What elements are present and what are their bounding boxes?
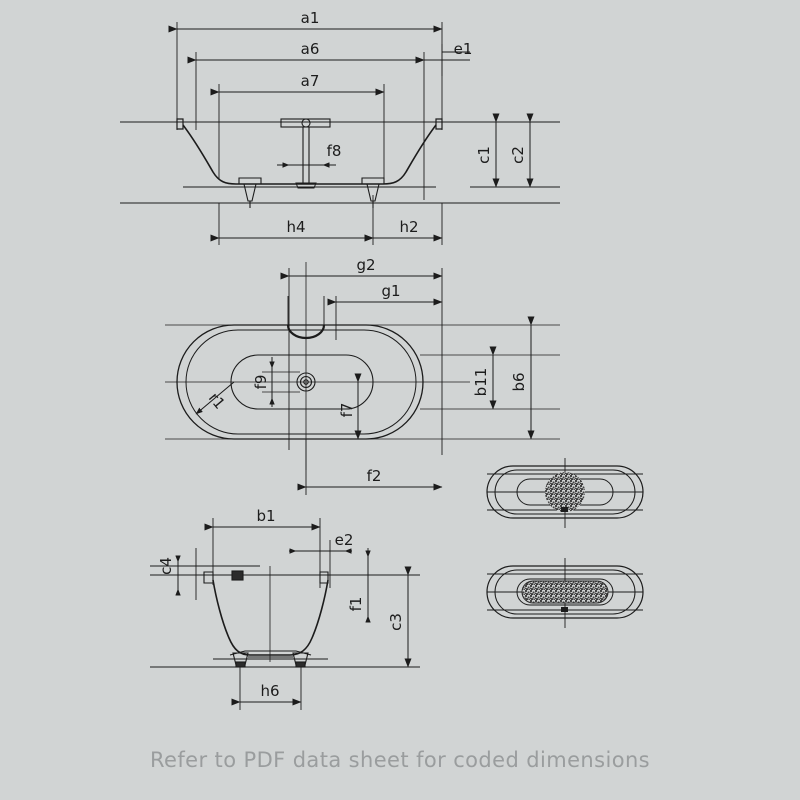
dimension-label-b6: b6 (510, 372, 528, 391)
tub-foot-side-right (292, 652, 309, 668)
dimension-label-h4: h4 (286, 218, 305, 236)
antislip-detail-circle (486, 458, 644, 528)
drain-plan (296, 372, 316, 392)
dimension-label-a7: a7 (301, 72, 320, 90)
plan-top-view (165, 262, 560, 495)
dimension-label-c2: c2 (509, 146, 527, 164)
waste-fitting-front (280, 118, 331, 189)
dimension-label-f1: f1 (347, 597, 365, 612)
dimension-label-c3: c3 (387, 613, 405, 631)
front-elevation-view (120, 22, 560, 245)
caption-text: Refer to PDF data sheet for coded dimens… (149, 748, 651, 772)
dimension-label-h2: h2 (399, 218, 418, 236)
dimension-label-r1: r1 (205, 389, 229, 413)
dimension-r1 (195, 381, 235, 415)
dimension-label-c4: c4 (157, 557, 175, 575)
dimension-label-e1: e1 (454, 40, 473, 58)
dimension-label-f7: f7 (338, 403, 356, 418)
dimension-label-f9: f9 (252, 375, 270, 390)
dimension-label-a1: a1 (301, 9, 320, 27)
dimension-label-b11: b11 (472, 368, 490, 397)
dimension-label-f2: f2 (367, 467, 382, 485)
tub-foot-side-left (232, 652, 249, 668)
overflow-side (231, 570, 244, 581)
antislip-detail-oval (486, 558, 644, 628)
overflow-plan (286, 324, 326, 340)
dimension-label-g1: g1 (381, 282, 400, 300)
dimension-e1 (417, 44, 470, 76)
dimension-c4 (163, 555, 196, 596)
dimension-label-g2: g2 (356, 256, 375, 274)
dimension-label-b1: b1 (256, 507, 275, 525)
side-elevation-view (150, 518, 420, 710)
dimension-label-f8: f8 (327, 142, 342, 160)
dimension-label-a6: a6 (301, 40, 320, 58)
tub-foot-left (238, 177, 262, 208)
dimension-label-e2: e2 (335, 531, 354, 549)
dimension-label-c1: c1 (475, 146, 493, 164)
dimension-label-h6: h6 (260, 682, 279, 700)
dimension-f9 (262, 357, 300, 407)
tub-plan-inner-basin (230, 354, 374, 410)
tub-side-outline (203, 571, 329, 656)
